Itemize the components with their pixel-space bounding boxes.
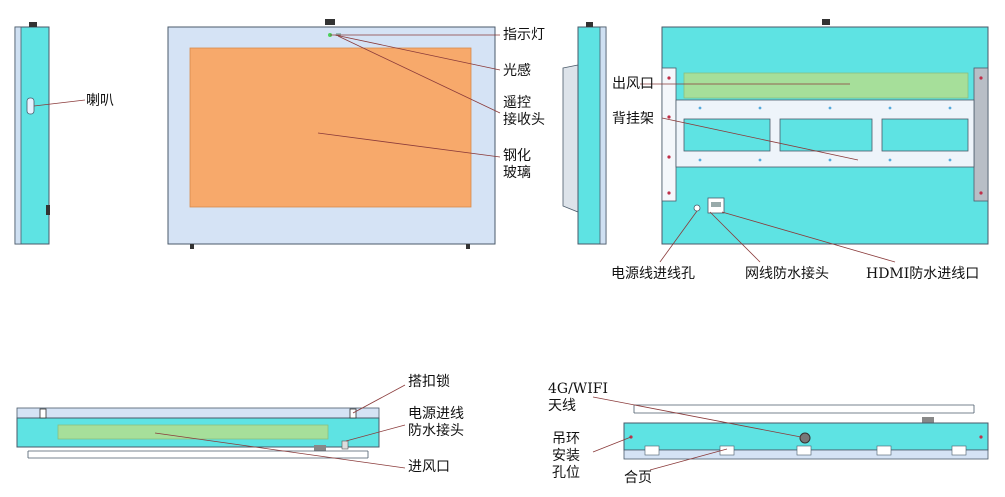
top-view: [16, 384, 406, 469]
label-light-sensor: 光感: [503, 63, 531, 79]
label-remote-receiver: 遥控接收头: [503, 95, 545, 128]
label-speaker: 喇叭: [86, 93, 114, 109]
label-power-cable-hole: 电源线进线孔: [611, 266, 695, 282]
label-power-seal: 电源进线防水接头: [408, 406, 464, 439]
air-inlet: [57, 424, 329, 440]
latch-icon-right: [349, 408, 357, 419]
front-view: [167, 19, 501, 249]
latch-icon: [39, 408, 47, 419]
antenna-icon: [799, 432, 811, 444]
label-tempered-glass: 钢化玻璃: [503, 148, 531, 181]
power-cable-hole-icon: [693, 204, 701, 212]
label-indicator: 指示灯: [503, 27, 545, 43]
label-wall-bracket: 背挂架: [612, 111, 654, 127]
hinge-icons: [644, 445, 967, 456]
label-air-inlet: 进风口: [408, 459, 450, 475]
label-air-outlet: 出风口: [612, 76, 654, 92]
speaker-leader: [33, 99, 86, 107]
bottom-view: [592, 396, 989, 471]
back-view: [640, 19, 989, 263]
speaker-icon: [26, 97, 35, 115]
right-side-view: [562, 22, 607, 245]
label-network-connector: 网线防水接头: [745, 266, 829, 282]
label-latch: 搭扣锁: [408, 374, 450, 390]
wall-bracket-side: [562, 64, 579, 213]
label-hinge: 合页: [624, 470, 652, 486]
air-outlet: [683, 72, 969, 99]
tempered-glass: [189, 47, 472, 208]
label-lift-ring-holes: 吊环安装孔位: [552, 431, 580, 481]
left-side-view: [14, 22, 86, 245]
label-hdmi-inlet: HDMI防水进线口: [866, 266, 980, 282]
